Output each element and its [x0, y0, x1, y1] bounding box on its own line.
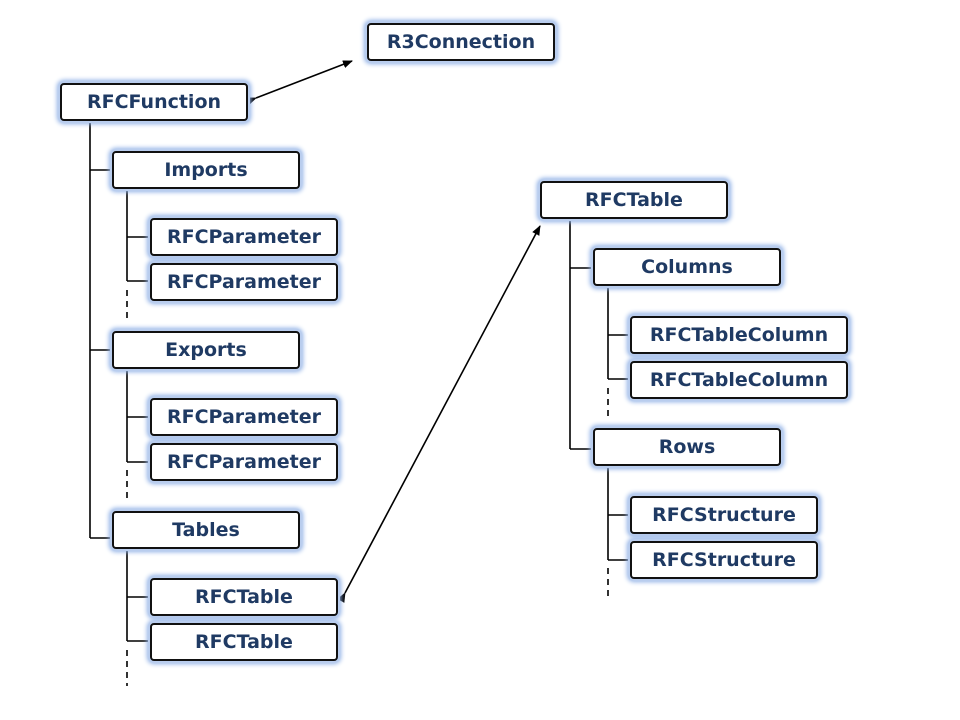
- node-exports-param-1: RFCParameter: [150, 398, 338, 436]
- node-imports-param-2: RFCParameter: [150, 263, 338, 301]
- node-column-2: RFCTableColumn: [630, 361, 848, 399]
- node-exports: Exports: [112, 331, 300, 369]
- node-r3connection: R3Connection: [367, 23, 555, 61]
- node-rows: Rows: [593, 428, 781, 466]
- node-columns: Columns: [593, 248, 781, 286]
- arrow-rfctable-link: [337, 225, 541, 603]
- node-tables: Tables: [112, 511, 300, 549]
- node-exports-param-2: RFCParameter: [150, 443, 338, 481]
- node-tables-item-1: RFCTable: [150, 578, 338, 616]
- node-column-1: RFCTableColumn: [630, 316, 848, 354]
- node-imports: Imports: [112, 151, 300, 189]
- node-tables-item-2: RFCTable: [150, 623, 338, 661]
- node-structure-2: RFCStructure: [630, 541, 818, 579]
- node-structure-1: RFCStructure: [630, 496, 818, 534]
- arrow-rfcfunction-r3connection: [246, 60, 353, 105]
- node-rfctable: RFCTable: [540, 181, 728, 219]
- node-rfcfunction: RFCFunction: [60, 83, 248, 121]
- node-imports-param-1: RFCParameter: [150, 218, 338, 256]
